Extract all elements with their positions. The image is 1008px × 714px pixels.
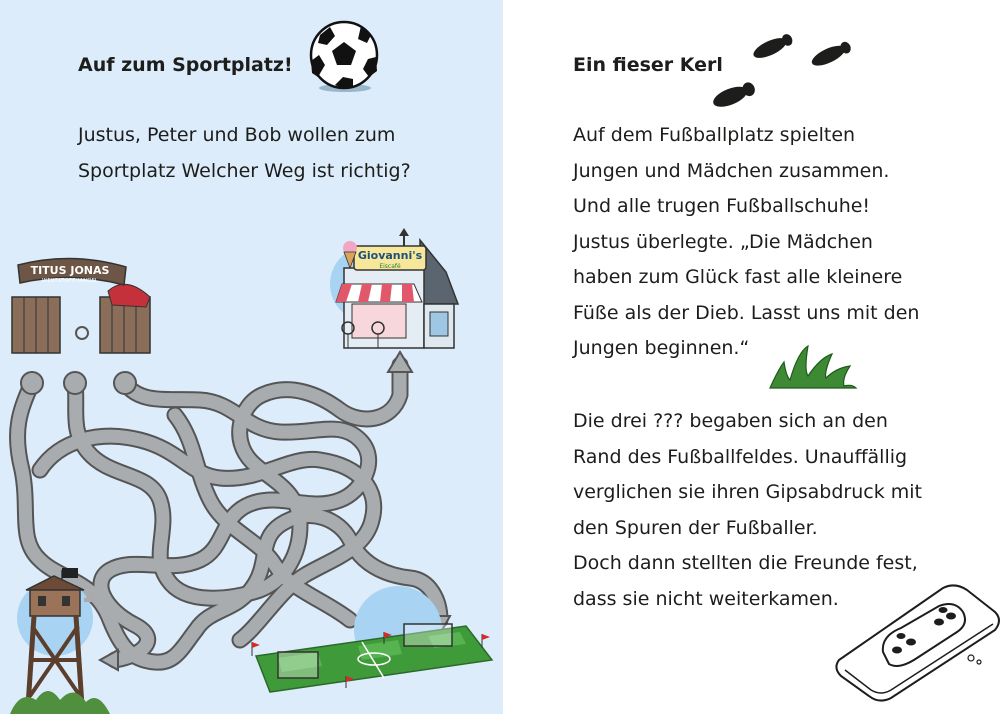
text-line: Jungen und Mädchen zusammen. (573, 159, 890, 182)
watchtower-illustration (10, 568, 110, 714)
text-line: verglichen sie ihren Gipsabdruck mit (573, 481, 922, 503)
text-line: Und alle trugen Fußballschuhe! (573, 195, 871, 217)
left-page: Auf zum Sportplatz! Justus, Peter und Bo… (0, 0, 503, 714)
paragraph-2: Die drei ??? begaben sich an den Rand de… (573, 404, 922, 617)
footprints-icon (713, 34, 851, 107)
text-line: haben zum Glück fast alle kleinere (573, 266, 903, 288)
junkyard-illustration: TITUS JONAS WERTSTOFFHANDEL (11, 257, 151, 354)
maze (8, 350, 452, 672)
shop-sign: Giovanni's (358, 249, 423, 262)
grass-tuft-icon (769, 344, 858, 389)
text-line: dass sie nicht weiterkamen. (573, 587, 839, 610)
text-line: Justus überlegte. „Die Mädchen (573, 230, 873, 253)
left-heading: Auf zum Sportplatz! (78, 54, 293, 76)
text-line: Jungen beginnen.“ (573, 337, 750, 359)
junkyard-sign-sub: WERTSTOFFHANDEL (42, 278, 99, 284)
plaster-cast-icon (835, 584, 1000, 702)
ice-cream-shop-illustration: Giovanni's Eiscafé (330, 228, 460, 349)
instruction-line: Sportplatz Welcher Weg ist richtig? (78, 159, 411, 182)
soccer-ball-icon (309, 20, 379, 92)
left-instructions: Justus, Peter und Bob wollen zum Sportpl… (78, 118, 411, 189)
junkyard-sign: TITUS JONAS (31, 264, 110, 277)
text-line: den Spuren der Fußballer. (573, 516, 818, 539)
shop-sign-sub: Eiscafé (379, 263, 401, 270)
right-page: Ein fieser Kerl Auf dem Fußballplatz spi… (503, 0, 1008, 714)
text-line: Rand des Fußballfeldes. Unauffällig (573, 445, 908, 468)
right-heading: Ein fieser Kerl (573, 54, 723, 76)
text-line: Füße als der Dieb. Lasst uns mit den (573, 301, 920, 324)
soccer-field-illustration (251, 586, 494, 693)
text-line: Die drei ??? begaben sich an den (573, 410, 888, 432)
instruction-line: Justus, Peter und Bob wollen zum (78, 124, 396, 146)
text-line: Auf dem Fußballplatz spielten (573, 124, 856, 146)
text-line: Doch dann stellten die Freunde fest, (573, 552, 918, 574)
paragraph-1: Auf dem Fußballplatz spielten Jungen und… (573, 118, 919, 367)
